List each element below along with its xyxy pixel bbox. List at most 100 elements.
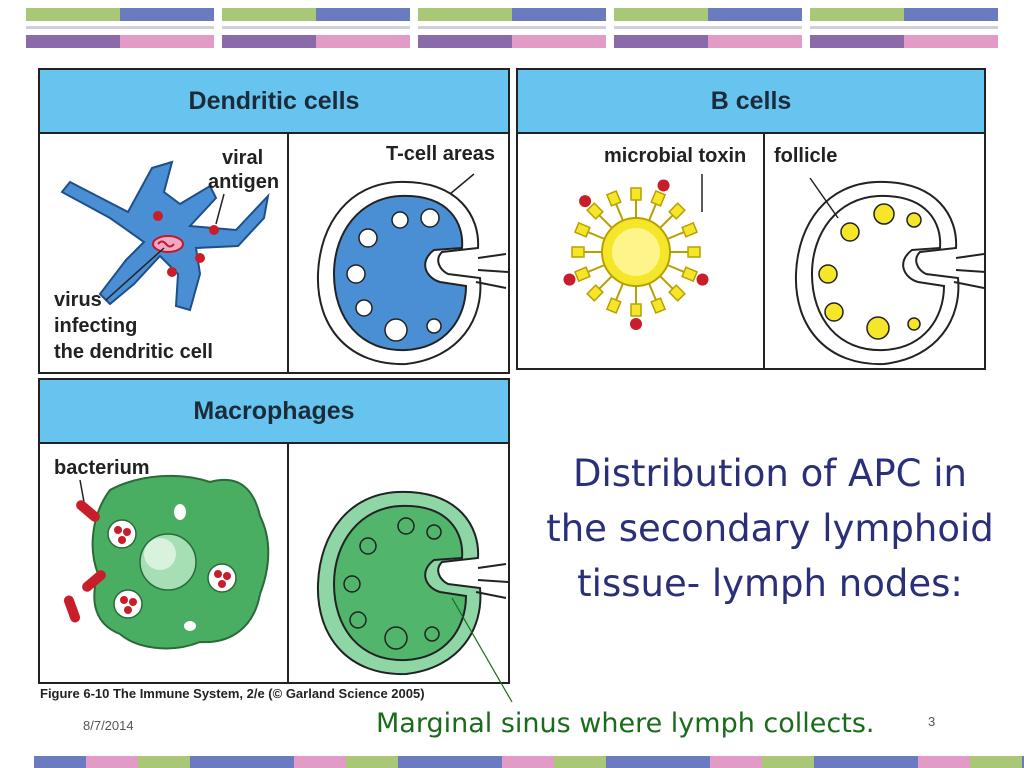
- band-segment: [970, 756, 1024, 768]
- band-segment: [222, 8, 316, 21]
- b-cell-shape: [563, 179, 709, 330]
- footer-date: 8/7/2014: [83, 718, 134, 733]
- band-segment: [26, 26, 214, 29]
- band-segment: [810, 35, 904, 48]
- phagosome: [107, 519, 137, 549]
- b-cells-illustration: microbial toxin follicle: [563, 134, 984, 368]
- b-cell-receptor: [630, 286, 642, 330]
- b-cell-receptor: [648, 283, 667, 315]
- b-cell-receptor: [659, 202, 686, 229]
- band-segment: [26, 8, 120, 21]
- macrophages-title: Macrophages: [40, 380, 508, 444]
- b-cells-panel: B cells microbial toxin: [516, 68, 986, 370]
- band-segment: [762, 756, 820, 768]
- figure-caption: Figure 6-10 The Immune System, 2/e (© Ga…: [40, 686, 425, 701]
- top-decorative-band: [26, 8, 998, 48]
- microbial-toxin-label: microbial toxin: [604, 145, 746, 167]
- viral-antigen-label-2: antigen: [208, 171, 279, 193]
- band-segment: [346, 756, 404, 768]
- band-segment: [242, 756, 300, 768]
- b-cell-receptor: [571, 246, 602, 258]
- lymph-node-macrophages: [316, 490, 508, 676]
- tcell-areas-label: T-cell areas: [386, 143, 495, 165]
- band-segment: [614, 8, 708, 21]
- band-segment: [658, 756, 716, 768]
- dendritic-cells-illustration: viral antigen virus infecting the dendri…: [54, 134, 508, 372]
- b-cell-receptor: [605, 283, 624, 315]
- band-segment: [398, 756, 456, 768]
- band-segment: [810, 8, 904, 21]
- dendritic-cells-panel: Dendritic cells viral antigen virus infe…: [38, 68, 510, 374]
- bacterium-icon: [63, 595, 81, 623]
- band-segment: [86, 756, 144, 768]
- band-segment: [708, 35, 802, 48]
- slide-number: 3: [928, 714, 936, 729]
- band-segment: [512, 35, 606, 48]
- b-cell-receptor: [667, 221, 699, 240]
- b-cell-receptor: [579, 195, 613, 229]
- lymph-node-bcells: [794, 180, 984, 366]
- viral-antigen-dot: [195, 253, 205, 263]
- band-segment: [418, 35, 512, 48]
- microbial-toxin-icon: [579, 195, 592, 208]
- band-segment: [904, 35, 998, 48]
- band-segment: [450, 756, 508, 768]
- band-segment: [418, 8, 512, 21]
- virus-label-3: the dendritic cell: [54, 341, 213, 363]
- bacterium-icon: [76, 500, 100, 522]
- viral-antigen-label-1: viral: [222, 147, 263, 169]
- band-segment: [222, 35, 316, 48]
- microbial-toxin-icon: [657, 179, 670, 192]
- marginal-sinus-annotation: Marginal sinus where lymph collects.: [376, 708, 875, 739]
- band-segment: [418, 26, 606, 29]
- b-cell-receptor: [648, 179, 670, 221]
- b-cell-receptor: [586, 275, 613, 302]
- bacterium-label: bacterium: [54, 457, 150, 479]
- microbial-toxin-icon: [630, 318, 642, 330]
- band-segment: [866, 756, 924, 768]
- b-cell-receptor: [563, 264, 605, 286]
- band-segment: [710, 756, 768, 768]
- virus-label-1: virus: [54, 289, 102, 311]
- band-segment: [190, 756, 248, 768]
- slide-title: Distribution of APC in the secondary lym…: [546, 452, 994, 605]
- phagosome: [207, 563, 237, 593]
- b-cell-receptor: [573, 221, 605, 240]
- band-segment: [614, 26, 802, 29]
- virus-label-2: infecting: [54, 315, 137, 337]
- band-segment: [222, 26, 410, 29]
- phagosome: [113, 589, 143, 619]
- microbial-toxin-icon: [563, 273, 576, 286]
- dendritic-cells-title: Dendritic cells: [40, 70, 508, 134]
- band-segment: [614, 35, 708, 48]
- band-segment: [316, 35, 410, 48]
- bacterium-icon: [82, 570, 106, 592]
- band-segment: [26, 35, 120, 48]
- band-segment: [1022, 756, 1024, 768]
- band-segment: [814, 756, 872, 768]
- viral-antigen-dot: [167, 267, 177, 277]
- microbial-toxin-icon: [696, 273, 709, 286]
- virus-icon: [152, 235, 184, 253]
- band-segment: [918, 756, 976, 768]
- band-segment: [502, 756, 560, 768]
- band-segment: [606, 756, 664, 768]
- viral-antigen-dot: [153, 211, 163, 221]
- viral-antigen-dot: [209, 225, 219, 235]
- band-segment: [34, 756, 92, 768]
- band-segment: [294, 756, 352, 768]
- band-segment: [120, 35, 214, 48]
- band-segment: [708, 8, 802, 21]
- band-segment: [120, 8, 214, 21]
- b-cell-receptor: [670, 246, 701, 258]
- lymph-node-dendritic: [316, 180, 508, 366]
- band-segment: [316, 8, 410, 21]
- b-cells-title: B cells: [518, 70, 984, 134]
- b-cell-receptor: [630, 187, 642, 218]
- bottom-decorative-band: [34, 756, 1024, 768]
- band-segment: [904, 8, 998, 21]
- b-cell-receptor: [659, 275, 686, 302]
- follicle-label: follicle: [774, 145, 837, 167]
- b-cell-receptor: [605, 189, 624, 221]
- band-segment: [810, 26, 998, 29]
